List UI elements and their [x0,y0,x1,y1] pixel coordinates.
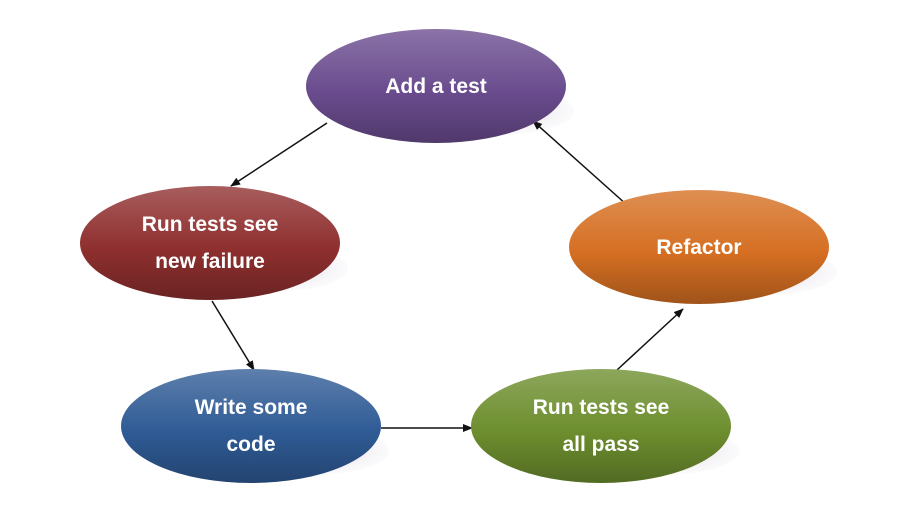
add-test-node [306,29,566,143]
refactor-node [569,190,829,304]
arrow-refactor-to-add-test [532,120,628,206]
write-code-node [121,369,381,483]
arrow-run-tests-fail-to-write-code [211,300,255,371]
run-tests-pass-node [471,369,731,483]
arrow-run-tests-pass-to-refactor [616,308,684,371]
run-tests-fail-node [80,186,340,300]
arrow-add-test-to-run-tests-fail [230,122,328,187]
